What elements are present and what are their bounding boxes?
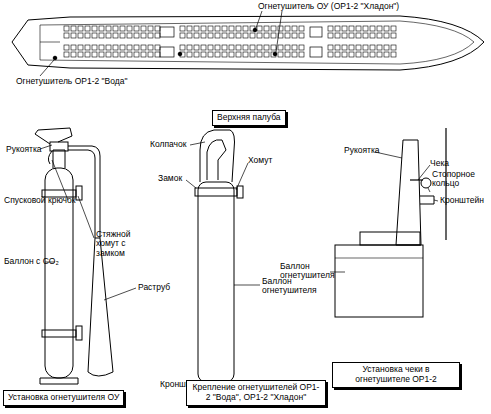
part-label: Кронштейн [440,196,484,205]
part-label: Колпачок [150,140,186,149]
part-label: Стопорное кольцо [432,170,482,189]
part-label: Замок [158,174,182,183]
caption-text: Установка чеки в огнетушителе ОР1-2 [337,365,455,385]
fuselage-inner [40,21,474,64]
part-label: Чека [430,159,449,168]
cap [200,130,235,182]
fuselage-outline [12,16,484,70]
caption-text: Верхняя палуба [217,113,281,123]
caption-box: Установка огнетушителя ОУ [3,390,124,406]
part-label: Баллон с CO₂ [4,257,59,266]
part-label: Огнетушитель ОР1-2 "Вода" [16,77,128,86]
part-label: Раструб [138,283,170,292]
part-label: Стяжной хомут с замком [96,230,154,258]
caption-text: Крепление огнетушителей ОР1-2 "Вода", ОР… [191,383,321,403]
part-label: Огнетушитель ОУ (ОР1-2 "Хладон") [258,2,399,11]
part-label: Рукоятка [6,145,42,154]
cylinder [198,182,234,382]
cylinder-body [335,245,423,317]
part-label: Спусковой крючок [4,196,75,205]
part-label: Хомут [248,156,272,165]
handle [35,128,72,144]
caption-text: Установка огнетушителя ОУ [8,393,119,403]
horn [88,238,113,376]
caption-box: Установка чеки в огнетушителе ОР1-2 [332,362,460,388]
handle [396,140,421,245]
retaining-ring [421,178,431,188]
caption-box: Крепление огнетушителей ОР1-2 "Вода", ОР… [186,380,326,406]
caption-box: Верхняя палуба [212,110,286,126]
part-label: Рукоятка [344,146,380,155]
part-label: Баллон огнетушителя [280,262,332,281]
